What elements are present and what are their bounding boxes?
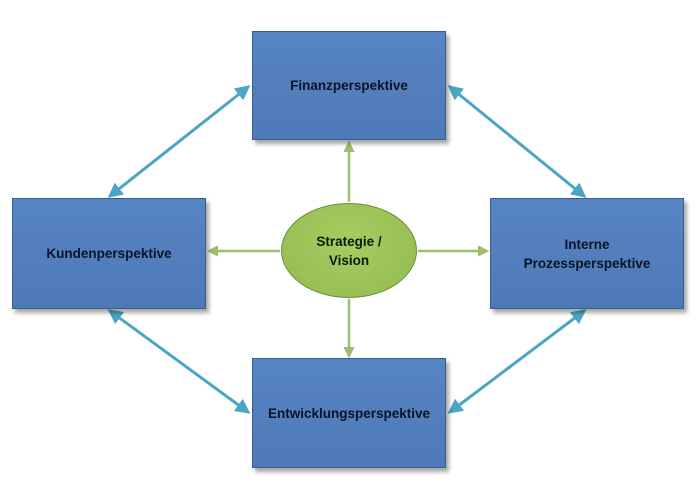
prozessperspektive-box: Interne Prozessperspektive: [490, 198, 684, 309]
arrow-finanz-prozess: [447, 85, 587, 198]
arrow-prozess-entwicklung: [447, 309, 587, 414]
strategie-vision-label-line1: Strategie /: [316, 233, 382, 249]
kundenperspektive-label: Kundenperspektive: [46, 246, 172, 261]
prozessperspektive-label-line1: Interne: [564, 236, 610, 252]
finanzperspektive-label: Finanzperspektive: [290, 78, 408, 93]
arrow-kunden-entwicklung: [107, 309, 251, 414]
prozessperspektive-label-line2: Prozessperspektive: [523, 255, 651, 271]
strategie-vision-label-line2: Vision: [328, 252, 370, 268]
finanzperspektive-box: Finanzperspektive: [252, 31, 446, 140]
entwicklungsperspektive-label: Entwicklungsperspektive: [267, 405, 431, 421]
entwicklungsperspektive-box: Entwicklungsperspektive: [252, 358, 446, 468]
strategie-vision-ellipse: Strategie / Vision: [281, 203, 417, 298]
kundenperspektive-box: Kundenperspektive: [12, 198, 206, 309]
arrow-finanz-kunden: [107, 85, 251, 198]
